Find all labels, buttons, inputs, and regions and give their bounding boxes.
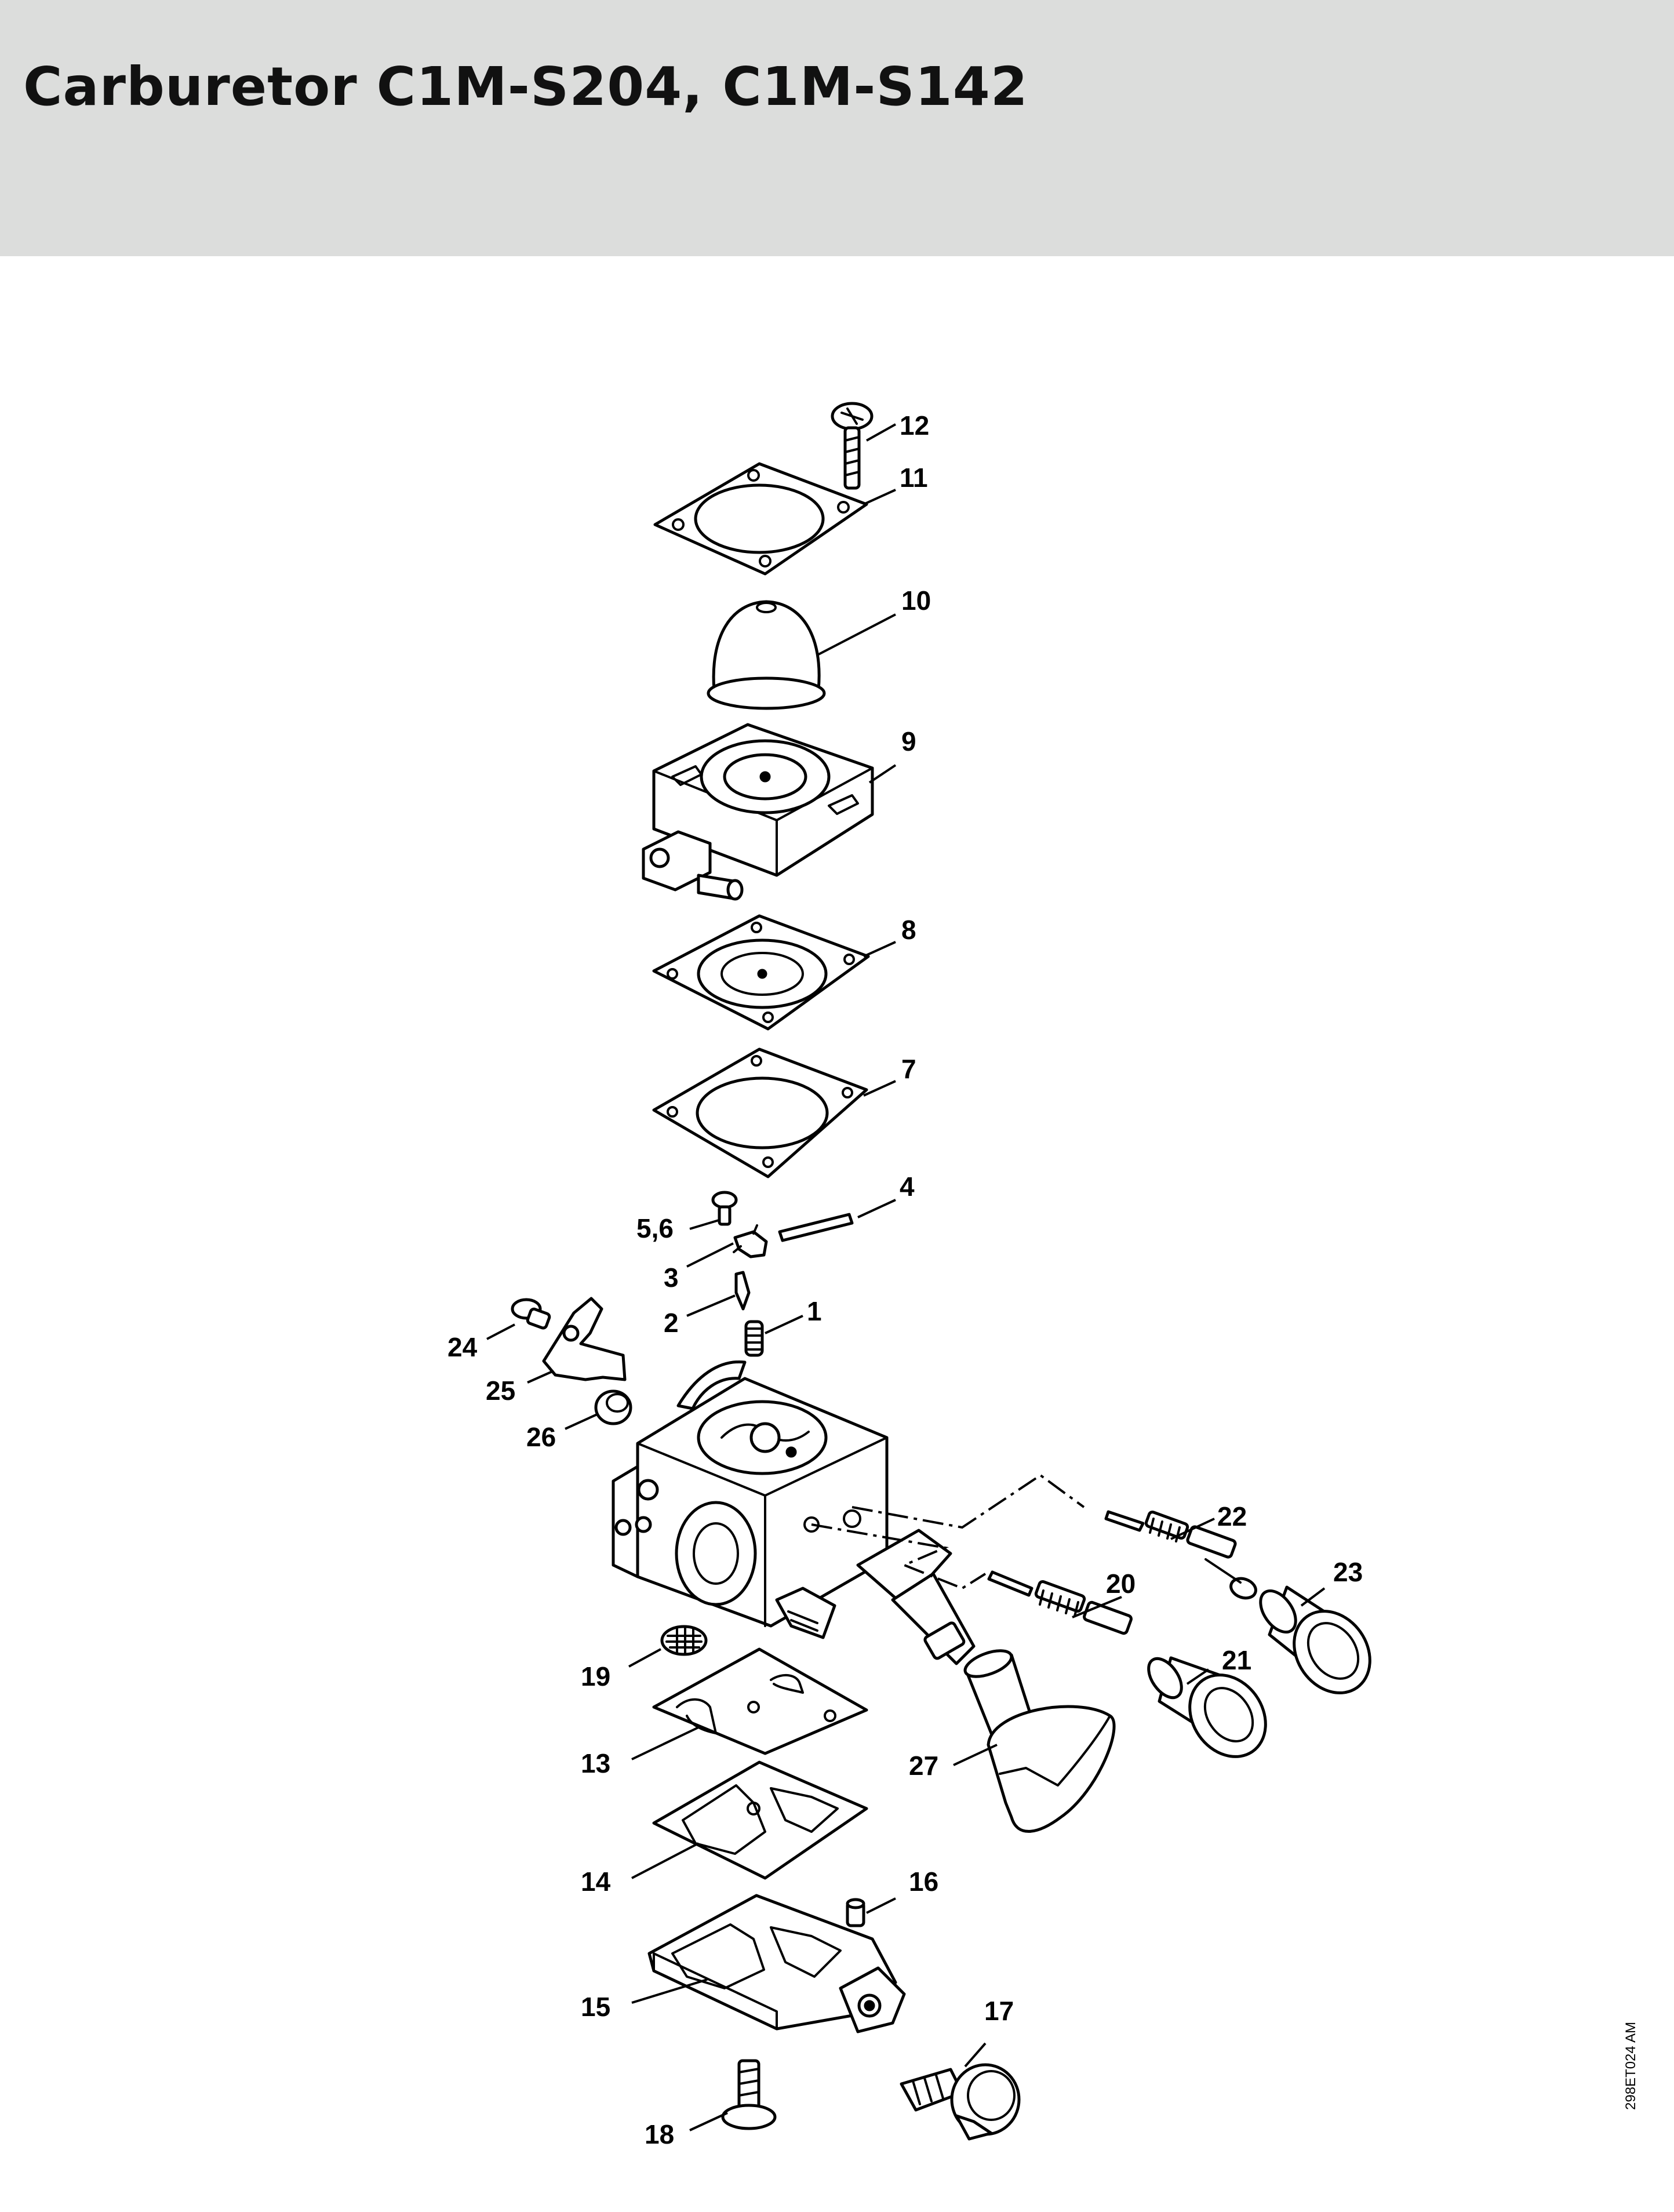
carburetor-body <box>612 1360 976 1665</box>
part-4-pin <box>778 1213 854 1242</box>
part-16-pin <box>846 1898 865 1927</box>
part-17-fuel-fitting <box>900 2063 1021 2141</box>
callout-leader-lines <box>486 423 1326 2131</box>
callout-13: 13 <box>581 1748 610 1778</box>
part-21-limiter-cap <box>1147 1656 1267 1758</box>
part-27-cap <box>963 1649 1116 1833</box>
part-15-end-cover <box>647 1894 906 2033</box>
callout-17: 17 <box>984 1996 1014 2026</box>
part-5-6-screw <box>711 1191 738 1226</box>
callout-21: 21 <box>1222 1645 1251 1675</box>
callout-27: 27 <box>909 1751 938 1781</box>
callout-20: 20 <box>1106 1569 1136 1599</box>
callout-labels: 12 11 10 9 8 7 4 5,6 3 2 1 24 25 26 22 2… <box>447 410 1363 2149</box>
callout-9: 9 <box>901 726 916 756</box>
callout-24: 24 <box>447 1332 478 1362</box>
callout-15: 15 <box>581 1992 610 2022</box>
part-10-primer-bulb <box>707 600 826 710</box>
part-24-screw <box>511 1298 551 1330</box>
part-13-metering-diaphragm <box>652 1647 868 1755</box>
callout-16: 16 <box>909 1867 938 1897</box>
callout-7: 7 <box>901 1054 916 1084</box>
header-bar <box>0 0 1674 256</box>
part-20-adjusting-screw <box>987 1570 1133 1635</box>
part-7-gasket <box>652 1047 868 1178</box>
callout-14: 14 <box>581 1867 611 1897</box>
part-2-inlet-needle <box>734 1271 751 1311</box>
callout-25: 25 <box>486 1376 515 1406</box>
page-title: Carburetor C1M-S204, C1M-S142 <box>23 56 1028 118</box>
part-3-inlet-control-lever <box>733 1224 768 1258</box>
callout-1: 1 <box>807 1296 822 1326</box>
callout-19: 19 <box>581 1661 610 1691</box>
part-22-adjusting-screw <box>1104 1510 1257 1600</box>
callout-12: 12 <box>900 410 929 441</box>
callout-18: 18 <box>645 2119 674 2149</box>
part-23-limiter-cap <box>1259 1585 1371 1694</box>
part-19-strainer <box>660 1625 708 1656</box>
callout-2: 2 <box>664 1308 679 1338</box>
callout-5-6: 5,6 <box>636 1213 674 1243</box>
part-9-pump-housing <box>642 723 874 901</box>
drawing-code: 298ET024 AM <box>1623 2021 1639 2110</box>
callout-8: 8 <box>901 915 916 945</box>
part-18-screw <box>721 2059 777 2130</box>
part-1-spring <box>744 1320 764 1357</box>
callout-23: 23 <box>1333 1557 1363 1587</box>
part-12-screw <box>831 402 874 490</box>
part-11-cover-gasket <box>653 462 868 576</box>
part-8-pump-diaphragm <box>652 914 870 1031</box>
part-14-gasket <box>652 1760 868 1880</box>
part-25-lever <box>542 1297 627 1381</box>
callout-11: 11 <box>900 463 928 493</box>
callout-4: 4 <box>900 1172 915 1202</box>
part-26-sleeve <box>594 1389 632 1425</box>
assembly-axis-lines <box>811 1474 1085 1590</box>
callout-3: 3 <box>664 1263 679 1293</box>
callout-22: 22 <box>1217 1501 1247 1531</box>
callout-10: 10 <box>901 585 931 616</box>
callout-26: 26 <box>526 1422 556 1452</box>
